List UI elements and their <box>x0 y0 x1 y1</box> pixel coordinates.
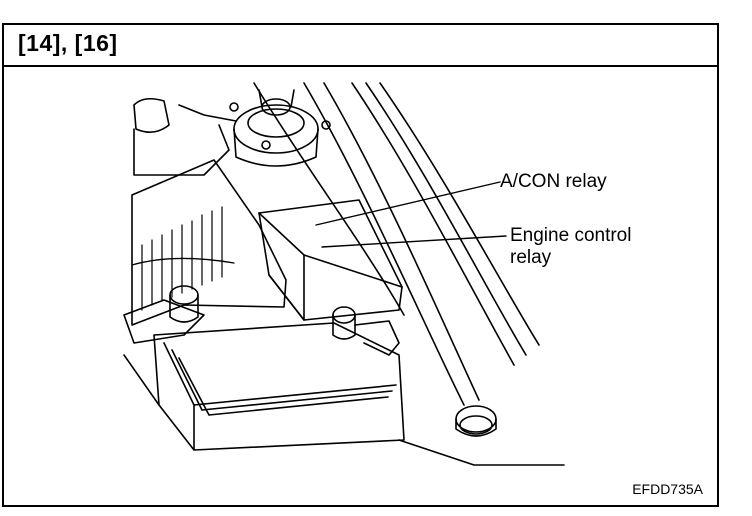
fender-line <box>365 82 527 356</box>
engine-control-relay-label-line1: Engine control <box>510 225 632 246</box>
battery-terminal <box>332 306 400 356</box>
engine-bay-illustration <box>123 82 565 466</box>
engine-control-relay-leader <box>321 235 507 248</box>
body-line <box>398 439 565 466</box>
grommet <box>455 405 497 437</box>
figure-code: EFDD735A <box>632 481 703 497</box>
engine-part <box>133 97 170 133</box>
air-cleaner <box>131 159 287 326</box>
battery <box>153 322 405 451</box>
engine-control-relay-label-line2: relay <box>510 247 552 268</box>
diagram-frame: [14], [16] <box>2 23 719 507</box>
fender-line <box>379 82 540 346</box>
diagram-header: [14], [16] <box>4 25 717 67</box>
strut-mount <box>229 89 331 167</box>
acon-relay-label: A/CON relay <box>500 171 607 192</box>
relay-box <box>258 199 403 321</box>
engine-part <box>133 124 230 176</box>
acon-relay-leader <box>315 181 501 226</box>
battery-terminal <box>123 285 205 344</box>
reference-numbers: [14], [16] <box>18 30 118 56</box>
fender-line <box>323 82 480 401</box>
fender-line <box>303 82 465 406</box>
body-line <box>123 354 160 406</box>
fender-line <box>351 82 515 366</box>
engine-part <box>178 104 237 122</box>
